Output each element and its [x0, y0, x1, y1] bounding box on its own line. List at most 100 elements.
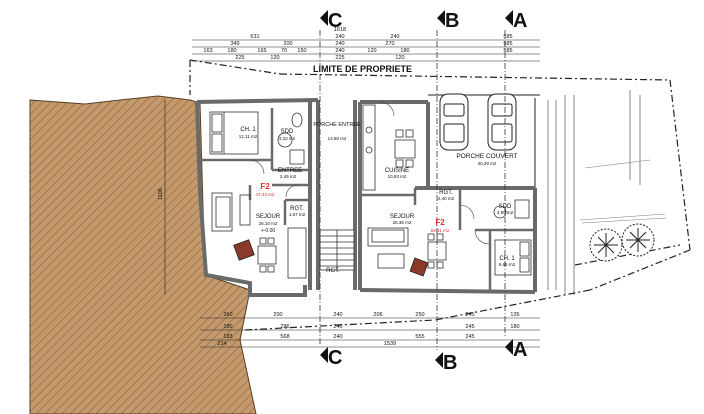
section-marker-c: C — [328, 347, 342, 369]
dimension-value: 180 — [510, 324, 519, 330]
section-marker-a: A — [513, 339, 527, 361]
dimension-value: 70 — [281, 48, 287, 54]
dimension-value: 214 — [217, 341, 226, 347]
unit-area: 47,43 m2 — [256, 192, 275, 197]
kitchen-counter-icon — [287, 227, 307, 279]
room-area: 3,99 m2 — [497, 210, 514, 215]
dimension-value: 200 — [283, 41, 292, 47]
room-name: CH. 1 — [499, 256, 515, 262]
staircase — [319, 229, 355, 271]
section-marker-c: C — [328, 10, 342, 32]
dimension-value: 240 — [333, 324, 342, 330]
room-area: 26,35 m2 — [393, 220, 412, 225]
kitchen-counter-icon — [362, 104, 376, 191]
unit-type: F2 — [435, 218, 445, 227]
dimension-value: 120 — [270, 55, 279, 61]
right-dimension-lines — [547, 90, 641, 295]
dimension-value: 120 — [395, 55, 404, 61]
property-limit-label: LIMITE DE PROPRIETE — [313, 64, 412, 74]
room-label-rgt-left: RGT. 1,67 m2 — [289, 206, 306, 217]
dimension-value: 631 — [250, 34, 259, 40]
property-limit — [189, 59, 691, 331]
section-markers-bottom: C B A — [320, 339, 527, 374]
dining-table-icon — [394, 129, 416, 168]
interior-partitions — [200, 108, 535, 290]
toilet-icon — [493, 199, 530, 219]
room-area: 2,40 m2 — [438, 196, 455, 201]
right-hatched-strip — [579, 159, 667, 224]
dimension-value: 260 — [223, 312, 232, 318]
dimension-value: 225 — [335, 55, 344, 61]
dimension-value: 163 — [203, 48, 212, 54]
sofa-icon — [211, 192, 233, 232]
room-area: 10,93 m2 — [388, 174, 407, 179]
bed-icon — [494, 239, 532, 276]
room-area: 40,29 m2 — [478, 161, 497, 166]
room-name: ENTREE — [278, 168, 302, 174]
room-label-ch1-right: CH. 1 9,66 m2 — [499, 256, 516, 267]
dimension-value: 245 — [465, 312, 474, 318]
dimension-value: 240 — [390, 34, 399, 40]
dimension-value: 240 — [333, 334, 342, 340]
room-label-sdd-left: SDD 3,33 m2 — [279, 129, 296, 141]
armchair-icon — [409, 257, 429, 277]
dimension-value: 165 — [257, 48, 266, 54]
bottom-dimension-lines — [200, 317, 540, 348]
car-icon — [439, 93, 469, 151]
dimension-value: 245 — [465, 334, 474, 340]
room-area: 12,11 m2 — [239, 134, 258, 139]
dimension-value: 555 — [415, 334, 424, 340]
room-label-sejour-left: SEJOUR 26,10 m2 +-0.00 — [256, 214, 281, 234]
unit-type: F2 — [260, 182, 270, 191]
room-label-porche-entree: PORCHE ENTREE 13,59 m2 — [313, 122, 361, 141]
top-dimension-values: 631 1618 240 240 585 349 200 240 270 585… — [203, 27, 512, 61]
top-dimension-lines — [192, 39, 540, 62]
dimension-value: 585 — [503, 41, 512, 47]
room-area: 26,10 m2 — [259, 221, 278, 226]
section-marker-a: A — [513, 10, 527, 32]
unit-label-right: F2 59,41 m2 — [431, 218, 450, 233]
dimension-value: 240 — [335, 48, 344, 54]
car-icon — [487, 93, 517, 151]
dimension-value: 240 — [335, 34, 344, 40]
tv-unit-icon — [239, 194, 251, 226]
dimension-value: 568 — [280, 334, 289, 340]
room-name: RGT. — [290, 206, 304, 212]
bottom-dimension-values: 260 200 240 206 250 245 135 180 286 240 … — [217, 312, 519, 347]
level-mark: +-0.00 — [261, 228, 276, 234]
room-label-rgt-right: RGT. 2,40 m2 — [438, 190, 455, 201]
tree-icon — [589, 228, 623, 262]
section-cut-lines — [319, 30, 506, 350]
dimension-value: 135 — [510, 312, 519, 318]
coffee-table-icon — [377, 253, 405, 269]
dimension-value: 245 — [465, 324, 474, 330]
room-area: 3,33 m2 — [279, 136, 296, 141]
room-label-sdd-right: SDD 3,99 m2 — [497, 204, 514, 215]
dimension-value: 206 — [373, 312, 382, 318]
dimension-value: 585 — [503, 34, 512, 40]
dimension-value: 180 — [223, 324, 232, 330]
room-name: CUISINE — [385, 168, 409, 174]
tree-icon — [621, 223, 655, 257]
room-label-sejour-right: SEJOUR 26,35 m2 — [390, 214, 415, 225]
room-label-cuisine: CUISINE 10,93 m2 — [385, 168, 409, 179]
dimension-value: 225 — [235, 55, 244, 61]
bed-icon — [209, 111, 259, 155]
room-area: 1,67 m2 — [289, 212, 306, 217]
door-swings — [249, 101, 490, 245]
dimension-value: 286 — [280, 324, 289, 330]
dimension-value: 150 — [297, 48, 306, 54]
dining-table-icon — [257, 237, 277, 273]
room-name: SDD — [281, 129, 294, 135]
unit-area: 59,41 m2 — [431, 228, 450, 233]
room-label-porche-couvert: PORCHE COUVERT 40,29 m2 — [456, 153, 517, 166]
dimension-value: 180 — [400, 48, 409, 54]
dimension-value: 1618 — [334, 27, 346, 33]
toilet-icon — [277, 112, 305, 165]
sofa-icon — [367, 227, 409, 247]
dimension-value: 180 — [227, 48, 236, 54]
section-marker-b: B — [445, 10, 459, 32]
room-name: SEJOUR — [390, 214, 415, 220]
dimension-value: 349 — [230, 41, 239, 47]
